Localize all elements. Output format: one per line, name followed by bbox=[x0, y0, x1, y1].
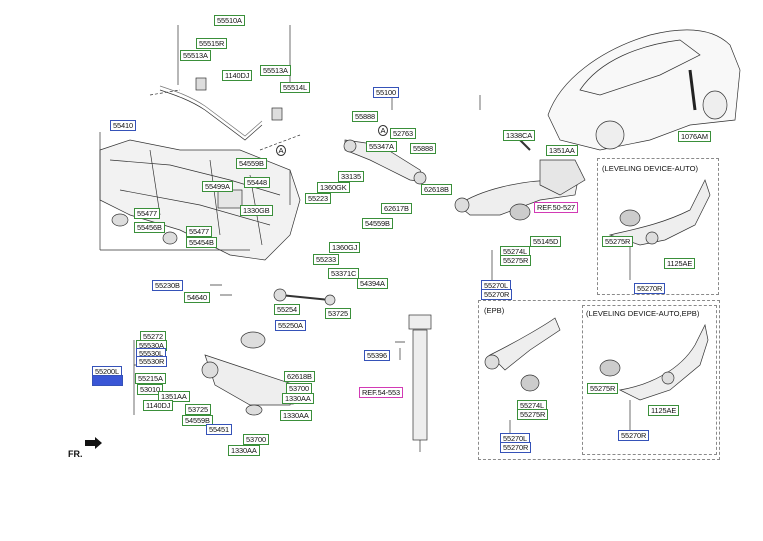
part-label[interactable]: 54559B bbox=[236, 158, 267, 169]
part-label[interactable]: 1330GB bbox=[240, 205, 273, 216]
trailing-arm-leveling bbox=[608, 179, 711, 246]
part-label[interactable]: 55510A bbox=[214, 15, 245, 26]
part-label[interactable]: 55515R bbox=[196, 38, 228, 49]
trailing-arm-leveling-epb bbox=[618, 323, 709, 401]
knuckle bbox=[539, 159, 586, 196]
part-label[interactable]: 55145D bbox=[530, 236, 562, 247]
part-label[interactable]: 55270R bbox=[500, 442, 532, 453]
part-label[interactable]: 55477 bbox=[186, 226, 213, 237]
stabilizer-bushing-right bbox=[271, 107, 283, 121]
part-label[interactable]: 55513A bbox=[260, 65, 291, 76]
part-label[interactable]: 55250A bbox=[275, 320, 306, 331]
part-label[interactable]: 55215A bbox=[135, 373, 166, 384]
shock-absorber bbox=[412, 329, 428, 441]
part-label[interactable]: 54640 bbox=[184, 292, 211, 303]
part-label[interactable]: 1351AA bbox=[158, 391, 190, 402]
trailing-arm-epb bbox=[489, 317, 561, 371]
part-label[interactable]: 55454B bbox=[186, 237, 217, 248]
part-label[interactable]: 55100 bbox=[373, 87, 400, 98]
part-label[interactable]: 53725 bbox=[325, 308, 352, 319]
front-direction-label: FR. bbox=[68, 449, 83, 459]
part-label[interactable]: 54394A bbox=[357, 278, 388, 289]
part-label[interactable]: 55270R bbox=[634, 283, 666, 294]
part-label[interactable]: 52763 bbox=[390, 128, 417, 139]
part-label[interactable]: 62618B bbox=[284, 371, 315, 382]
lower-control-arm bbox=[204, 354, 296, 406]
panel-leveling-auto bbox=[597, 158, 719, 295]
part-label[interactable]: 55888 bbox=[352, 111, 379, 122]
part-label[interactable]: 53700 bbox=[243, 434, 270, 445]
part-label[interactable]: 1330AA bbox=[280, 410, 312, 421]
part-label[interactable]: 53725 bbox=[185, 404, 212, 415]
shock-mount bbox=[408, 314, 432, 330]
part-label[interactable]: 55477 bbox=[134, 208, 161, 219]
part-label[interactable]: 55499A bbox=[202, 181, 233, 192]
part-label[interactable]: 1338CA bbox=[503, 130, 536, 141]
panel-epb bbox=[478, 300, 720, 460]
spring-seat-55451 bbox=[240, 331, 266, 349]
part-label[interactable]: 55514L bbox=[280, 82, 311, 93]
panel-title-leveling-auto-epb: (LEVELING DEVICE-AUTO,EPB) bbox=[586, 309, 700, 318]
part-label[interactable]: 55230B bbox=[152, 280, 183, 291]
part-label[interactable]: 1140DJ bbox=[143, 400, 174, 411]
part-label[interactable]: 1330AA bbox=[228, 445, 260, 456]
part-label[interactable]: 55223 bbox=[305, 193, 332, 204]
part-label[interactable]: 54559B bbox=[362, 218, 393, 229]
part-label[interactable]: 1125AE bbox=[664, 258, 696, 269]
reference-circle-a: A bbox=[378, 125, 388, 136]
part-label[interactable]: 1330AA bbox=[282, 393, 314, 404]
front-arrow-icon bbox=[85, 437, 102, 449]
part-label[interactable]: 62618B bbox=[421, 184, 452, 195]
part-label[interactable]: 55254 bbox=[274, 304, 301, 315]
part-label[interactable]: 55270R bbox=[618, 430, 650, 441]
part-label[interactable]: 55396 bbox=[364, 350, 391, 361]
part-label[interactable]: 55888 bbox=[410, 143, 437, 154]
part-label[interactable]: 55448 bbox=[244, 177, 271, 188]
reference-label[interactable]: REF.54-553 bbox=[359, 387, 404, 398]
part-label[interactable]: 55451 bbox=[206, 424, 233, 435]
part-label[interactable]: 55275R bbox=[602, 236, 634, 247]
reference-label[interactable]: REF.50-527 bbox=[534, 202, 579, 213]
part-label[interactable]: 62617B bbox=[381, 203, 412, 214]
part-label[interactable]: 55456B bbox=[134, 222, 165, 233]
part-label[interactable]: 55270R bbox=[481, 289, 513, 300]
part-label[interactable]: 55233 bbox=[313, 254, 340, 265]
part-label-selected[interactable]: 55200R bbox=[92, 375, 124, 386]
bushing-55454B bbox=[162, 231, 178, 245]
bushing-55477 bbox=[111, 213, 129, 227]
part-label[interactable]: 53010 bbox=[137, 384, 164, 395]
part-label[interactable]: 1351AA bbox=[546, 145, 578, 156]
panel-title-leveling-auto: (LEVELING DEVICE-AUTO) bbox=[602, 164, 699, 173]
reference-circle-a: A bbox=[276, 145, 286, 156]
part-label[interactable]: 55410 bbox=[110, 120, 137, 131]
panel-title-epb: (EPB) bbox=[484, 306, 505, 315]
part-label[interactable]: 1125AE bbox=[648, 405, 680, 416]
bracket-55499A bbox=[217, 189, 243, 209]
crossmember bbox=[99, 139, 301, 261]
part-label[interactable]: 55275R bbox=[517, 409, 549, 420]
part-label[interactable]: 55513A bbox=[180, 50, 211, 61]
part-label[interactable]: 1140DJ bbox=[222, 70, 253, 81]
part-label[interactable]: 33135 bbox=[338, 171, 365, 182]
panel-leveling-auto-epb bbox=[582, 305, 717, 455]
part-label[interactable]: 55347A bbox=[366, 141, 397, 152]
stabilizer-bushing bbox=[195, 77, 207, 91]
bushing-55254 bbox=[273, 288, 287, 302]
part-label[interactable]: 55275R bbox=[500, 255, 532, 266]
part-label[interactable]: 55275R bbox=[587, 383, 619, 394]
part-label[interactable]: 1360GJ bbox=[329, 242, 361, 253]
vehicle-illustration bbox=[547, 29, 741, 151]
stabilizer-bar bbox=[159, 89, 263, 141]
part-label[interactable]: 1360GK bbox=[317, 182, 350, 193]
part-label[interactable]: 1076AM bbox=[678, 131, 711, 142]
bushing-55274L bbox=[509, 203, 531, 221]
part-label[interactable]: 54559B bbox=[182, 415, 213, 426]
part-label[interactable]: 53371C bbox=[328, 268, 360, 279]
part-label[interactable]: 55530R bbox=[136, 356, 168, 367]
